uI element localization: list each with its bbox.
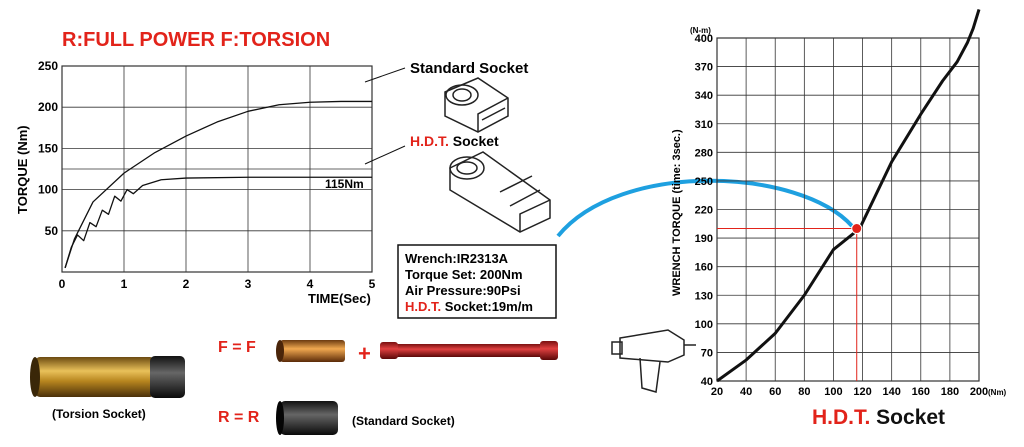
y-tick-label: 250 [38, 59, 58, 73]
x-tick-label: 140 [882, 386, 900, 398]
right-hdt-suffix: Socket [870, 406, 945, 429]
x-tick-label: 120 [853, 386, 871, 398]
y-tick-label: 280 [695, 147, 713, 159]
highlight-point [851, 223, 863, 235]
x-tick-label: 160 [912, 386, 930, 398]
spec-line-torque: Torque Set: 200Nm [405, 267, 523, 282]
x-tick-label: 4 [307, 277, 314, 291]
y-tick-label: 250 [695, 176, 713, 188]
left-chart-y-label: TORQUE (Nm) [15, 125, 30, 214]
right-chart-y-unit: (N-m) [690, 26, 711, 35]
hdt-socket-label: H.D.T. Socket [410, 133, 499, 149]
spec-socket-prefix: H.D.T. [405, 299, 441, 314]
x-tick-label: 100 [824, 386, 842, 398]
y-tick-label: 370 [695, 62, 713, 74]
spec-line-pressure: Air Pressure:90Psi [405, 283, 521, 298]
legend-r-label: R = R [218, 409, 260, 426]
x-tick-label: 1 [121, 277, 128, 291]
x-tick-label: 20 [711, 386, 723, 398]
left-chart-x-label: TIME(Sec) [308, 291, 371, 306]
spec-box [397, 244, 557, 319]
spec-socket-suffix: Socket:19m/m [441, 299, 533, 314]
hdt-socket-illustration [449, 151, 551, 233]
y-tick-label: 150 [38, 141, 58, 155]
x-tick-label: 3 [245, 277, 252, 291]
y-tick-label: 310 [695, 119, 713, 131]
hdt-socket-leader [364, 145, 406, 165]
torsion-socket-caption: (Torsion Socket) [52, 407, 146, 421]
hdt-socket-prefix: H.D.T. [410, 133, 449, 149]
legend-f-label: F = F [218, 339, 256, 356]
x-tick-label: 40 [740, 386, 752, 398]
x-tick-label: 180 [941, 386, 959, 398]
torsion-bar-photo [380, 341, 558, 360]
time-torque-chart: 0 1 2 3 4 5 50 100 150 200 250 [38, 59, 376, 291]
impact-wrench-illustration [611, 329, 696, 393]
legend-plus-sign: + [358, 341, 371, 366]
y-tick-label: 50 [45, 224, 59, 238]
standard-socket-illustration [444, 77, 509, 133]
torsion-socket-photo [30, 356, 185, 398]
x-tick-label: 80 [798, 386, 810, 398]
right-chart-x-unit: (Nm) [988, 388, 1007, 397]
y-tick-label: 100 [695, 319, 713, 331]
right-hdt-prefix: H.D.T. [812, 406, 870, 429]
x-tick-label: 2 [183, 277, 190, 291]
standard-socket-label: Standard Socket [410, 60, 528, 77]
y-tick-label: 220 [695, 205, 713, 217]
y-tick-label: 70 [701, 347, 713, 359]
hdt-socket-suffix: Socket [449, 133, 499, 149]
y-tick-label: 160 [695, 262, 713, 274]
y-tick-label: 190 [695, 233, 713, 245]
connector-arc [556, 178, 854, 238]
annotation-115nm: 115Nm [325, 177, 364, 191]
x-tick-label: 5 [369, 277, 376, 291]
standard-socket-leader [364, 67, 406, 83]
right-chart-y-label: WRENCH TORQUE (time: 3sec.) [671, 129, 683, 296]
x-tick-label: 200 [970, 386, 988, 398]
x-tick-label: 0 [59, 277, 66, 291]
figure-title: R:FULL POWER F:TORSION [62, 29, 330, 51]
y-tick-label: 130 [695, 290, 713, 302]
series-line-1 [716, 8, 981, 383]
standard-socket-caption: (Standard Socket) [352, 414, 455, 428]
hdt-socket-photo [276, 340, 345, 362]
series-line-2 [64, 176, 372, 269]
spec-line-wrench: Wrench:IR2313A [405, 251, 509, 266]
series-line-1 [64, 100, 372, 269]
y-tick-label: 40 [701, 376, 713, 388]
y-tick-label: 340 [695, 90, 713, 102]
y-tick-label: 400 [695, 33, 713, 45]
y-tick-label: 200 [38, 100, 58, 114]
standard-socket-photo [276, 401, 338, 435]
y-tick-label: 100 [38, 183, 58, 197]
right-chart-x-label: H.D.T. Socket [812, 406, 945, 429]
x-tick-label: 60 [769, 386, 781, 398]
spec-line-socket: H.D.T. Socket:19m/m [405, 299, 533, 314]
